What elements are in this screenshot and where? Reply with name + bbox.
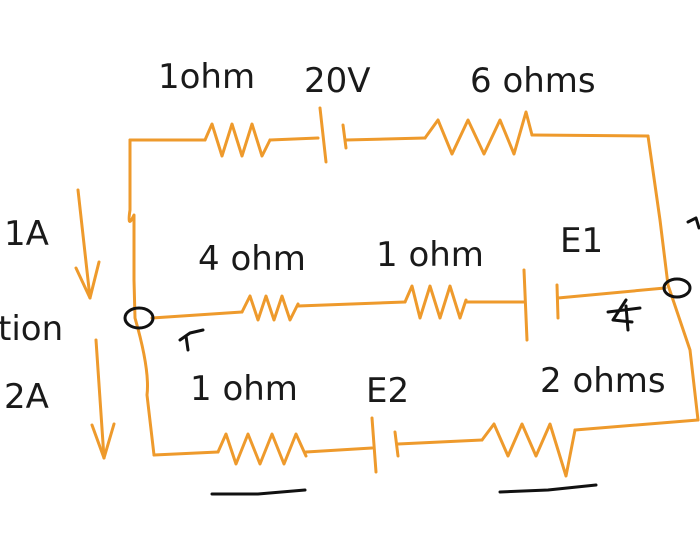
label-v-top: 20V	[304, 61, 371, 101]
label-r-top-right: 6 ohms	[470, 61, 596, 101]
resistor-1ohm-mid	[403, 284, 468, 320]
label-e2: E2	[366, 371, 409, 411]
underline-left	[210, 488, 307, 496]
battery-e2	[370, 416, 400, 474]
wire-mid-between-resistors	[296, 300, 407, 308]
label-current-upper: 1A	[4, 214, 49, 254]
label-r-mid-left: 4 ohm	[198, 239, 306, 279]
arrow-down-1a-icon	[74, 188, 101, 300]
label-r-bot-right: 2 ohms	[540, 361, 666, 401]
resistor-1ohm-top	[203, 122, 272, 158]
resistor-1ohm-bottom	[216, 432, 308, 466]
wire-right-vertical	[646, 134, 700, 422]
wire-top-right	[530, 133, 650, 138]
label-current-lower: 2A	[4, 377, 49, 417]
node-left	[123, 306, 155, 330]
arrow-down-2a-icon	[90, 338, 116, 460]
handwritten-mark-left	[178, 328, 205, 352]
label-r-top-left: 1ohm	[158, 57, 255, 97]
top-branch	[128, 106, 650, 164]
middle-branch	[150, 268, 667, 342]
battery-e1	[522, 268, 560, 342]
label-e1: E1	[560, 221, 603, 261]
node-right	[662, 277, 692, 299]
underline-right	[498, 483, 598, 494]
wire-top-r1-to-battery	[268, 136, 320, 142]
wire-bot-to-e2	[304, 446, 374, 454]
label-r-bot-left: 1 ohm	[190, 369, 298, 409]
wire-mid-left	[150, 310, 244, 320]
handwritten-mark-right	[606, 298, 642, 332]
wire-mid-right	[556, 286, 667, 300]
label-r-mid-right: 1 ohm	[376, 235, 484, 275]
label-side-text: tion	[0, 309, 63, 349]
wire-bot-right	[573, 418, 700, 432]
bottom-branch	[152, 416, 700, 478]
battery-20v	[318, 106, 348, 164]
wire-left-vertical	[127, 138, 156, 457]
resistor-6ohms	[423, 110, 534, 156]
wire-top-battery-to-r6	[344, 136, 427, 142]
wire-bot-left	[152, 450, 220, 457]
handwritten-mark-edge	[686, 216, 700, 230]
resistor-2ohms	[480, 422, 577, 478]
wire-bot-to-r2	[396, 438, 484, 446]
resistor-4ohm	[240, 294, 300, 322]
